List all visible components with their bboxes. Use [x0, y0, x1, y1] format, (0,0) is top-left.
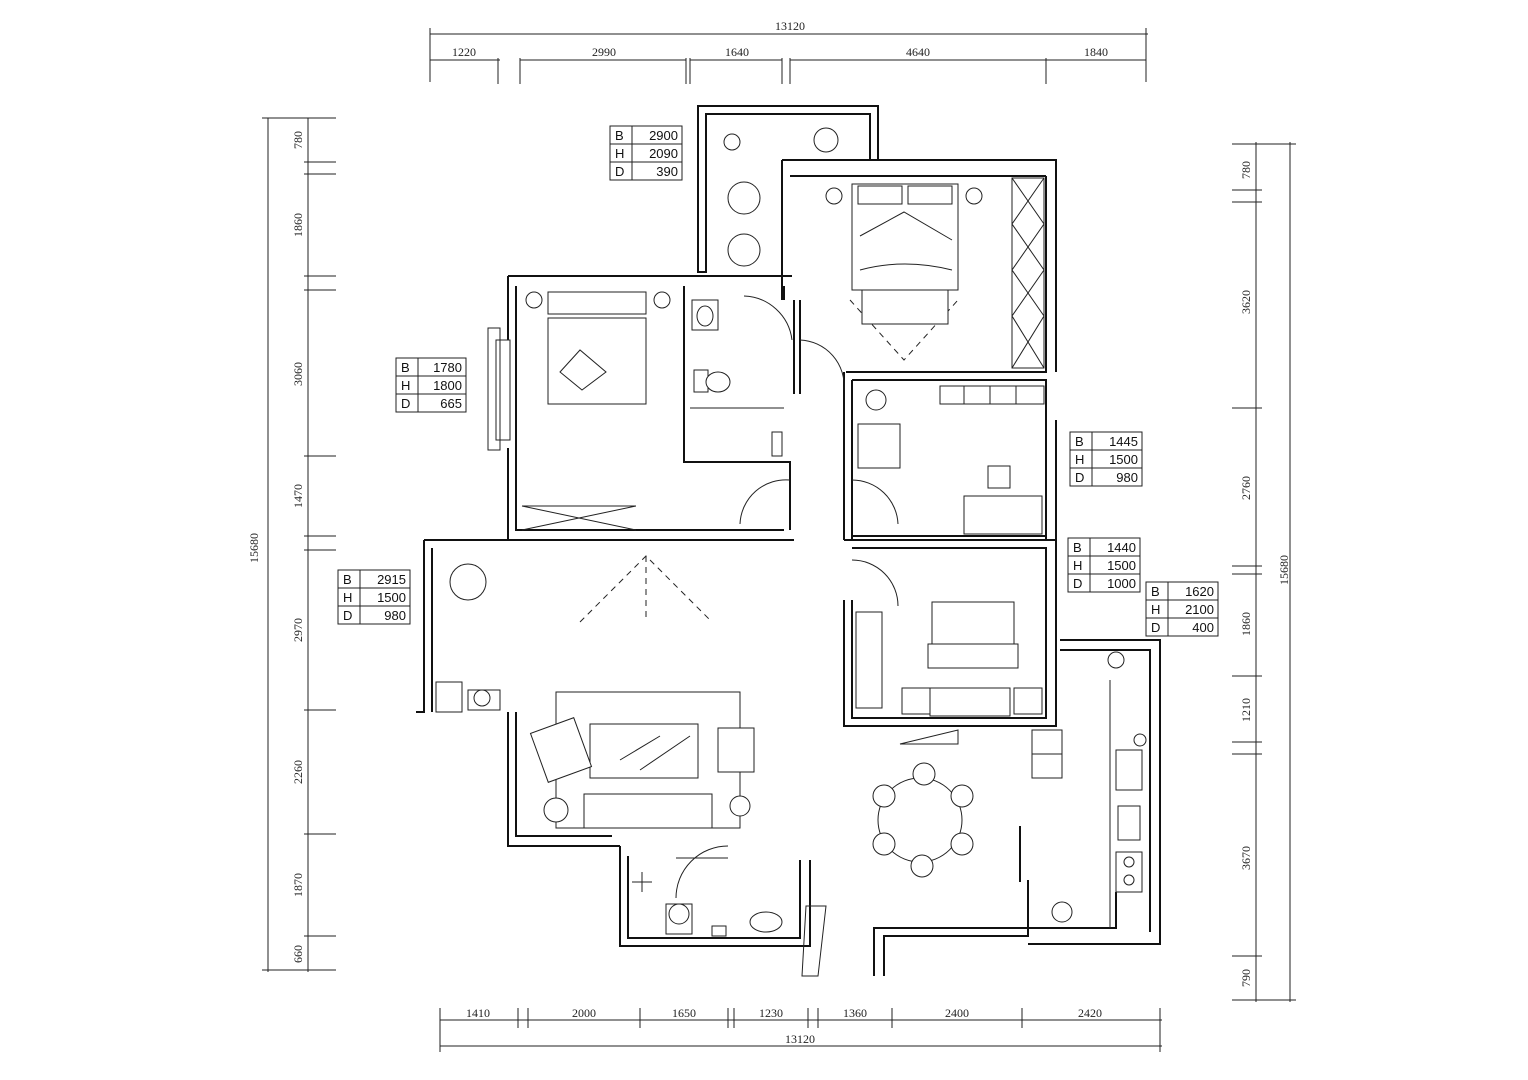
tag-D-value: 980: [384, 608, 406, 623]
tag-B-value: 1440: [1107, 540, 1136, 555]
tag-D-value: 1000: [1107, 576, 1136, 591]
top-dim-3: 1640: [725, 45, 749, 59]
tag-letter: B: [401, 360, 410, 375]
tag-B-value: 2915: [377, 572, 406, 587]
tag-B-value: 1620: [1185, 584, 1214, 599]
tag-letter: H: [1073, 558, 1082, 573]
bottom-dim-7: 2420: [1078, 1006, 1102, 1020]
master-bed: [825, 183, 983, 325]
tag-letter: H: [1151, 602, 1160, 617]
tag-H-value: 2090: [649, 146, 678, 161]
right-dim-6: 3670: [1239, 846, 1253, 870]
ensuite-bath-fixtures: [690, 299, 784, 457]
right-dim-5: 1210: [1239, 698, 1253, 722]
bottom-dim-2: 2000: [572, 1006, 596, 1020]
balcony-chairs: [723, 127, 839, 267]
tag-H-value: 1500: [1109, 452, 1138, 467]
left-dim-6: 2260: [291, 760, 305, 784]
tag-H-value: 1500: [377, 590, 406, 605]
top-dimension-chain: 13120 1220 2990 1640 4640 1840: [429, 19, 1148, 84]
right-dim-3: 2760: [1239, 476, 1253, 500]
right-total-dim: 15680: [1277, 555, 1291, 585]
window-tag-2: B H D 1780 1800 665: [395, 357, 467, 413]
window-tag-4: B H D 1440 1500 1000: [1067, 537, 1141, 593]
walls: [416, 105, 1161, 976]
bottom-dim-1: 1410: [466, 1006, 490, 1020]
left-dim-4: 1470: [291, 484, 305, 508]
dining-table: [872, 729, 974, 878]
left-dim-1: 780: [291, 131, 305, 149]
lower-bath-fixtures: [632, 872, 783, 937]
bottom-dim-4: 1230: [759, 1006, 783, 1020]
right-dim-1: 780: [1239, 161, 1253, 179]
tag-D-value: 390: [656, 164, 678, 179]
master-wardrobe: [1011, 177, 1045, 369]
window-tag-5: B H D 1620 2100 400: [1145, 581, 1219, 637]
door-swings: [675, 295, 899, 899]
left-dim-8: 660: [291, 945, 305, 963]
tag-letter: B: [615, 128, 624, 143]
tag-letter: D: [615, 164, 624, 179]
tag-letter: B: [1151, 584, 1160, 599]
bottom-dimension-chain: 1410 2000 1650 1230 1360 2400 2420 13120: [439, 1006, 1162, 1052]
right-dim-2: 3620: [1239, 290, 1253, 314]
top-dim-2: 2990: [592, 45, 616, 59]
tag-letter: D: [1073, 576, 1082, 591]
tag-letter: H: [401, 378, 410, 393]
left-dim-2: 1860: [291, 213, 305, 237]
study-furniture: [857, 385, 1045, 535]
tag-letter: D: [1075, 470, 1084, 485]
tag-H-value: 1500: [1107, 558, 1136, 573]
tag-letter: D: [1151, 620, 1160, 635]
bottom-dim-6: 2400: [945, 1006, 969, 1020]
tag-letter: D: [343, 608, 352, 623]
tag-letter: D: [401, 396, 410, 411]
window-tag-6: B H D 2915 1500 980: [337, 569, 411, 625]
tag-letter: B: [1075, 434, 1084, 449]
bottom-total-dim: 13120: [785, 1032, 815, 1046]
tag-letter: B: [343, 572, 352, 587]
bottom-dim-5: 1360: [843, 1006, 867, 1020]
top-dim-4: 4640: [906, 45, 930, 59]
tag-D-value: 665: [440, 396, 462, 411]
bottom-dim-3: 1650: [672, 1006, 696, 1020]
tag-H-value: 1800: [433, 378, 462, 393]
kitchen-fixtures: [801, 651, 1147, 977]
top-dim-1: 1220: [452, 45, 476, 59]
tag-B-value: 1780: [433, 360, 462, 375]
top-total-dim: 13120: [775, 19, 805, 33]
tag-B-value: 1445: [1109, 434, 1138, 449]
left-dim-3: 3060: [291, 362, 305, 386]
right-dim-4: 1860: [1239, 612, 1253, 636]
window-tag-3: B H D 1445 1500 980: [1069, 431, 1143, 487]
tag-D-value: 980: [1116, 470, 1138, 485]
tag-letter: H: [1075, 452, 1084, 467]
tag-letter: H: [615, 146, 624, 161]
tag-letter: B: [1073, 540, 1082, 555]
left-dim-7: 1870: [291, 873, 305, 897]
right-dim-7: 790: [1239, 969, 1253, 987]
lower-bedroom-furniture: [855, 601, 1043, 717]
left-dimension-chain: 15680 780 1860 3060 1470 2970 2260 1870 …: [247, 117, 336, 972]
living-room-furniture: [435, 563, 755, 829]
tag-letter: H: [343, 590, 352, 605]
second-bed: [521, 291, 671, 531]
tag-H-value: 2100: [1185, 602, 1214, 617]
left-total-dim: 15680: [247, 533, 261, 563]
top-dim-5: 1840: [1084, 45, 1108, 59]
left-dim-5: 2970: [291, 618, 305, 642]
tag-B-value: 2900: [649, 128, 678, 143]
right-dimension-chain: 15680 780 3620 2760 1860 1210 3670 790: [1232, 142, 1296, 1002]
window-tag-1: B H D 2900 2090 390: [609, 125, 683, 181]
tag-D-value: 400: [1192, 620, 1214, 635]
